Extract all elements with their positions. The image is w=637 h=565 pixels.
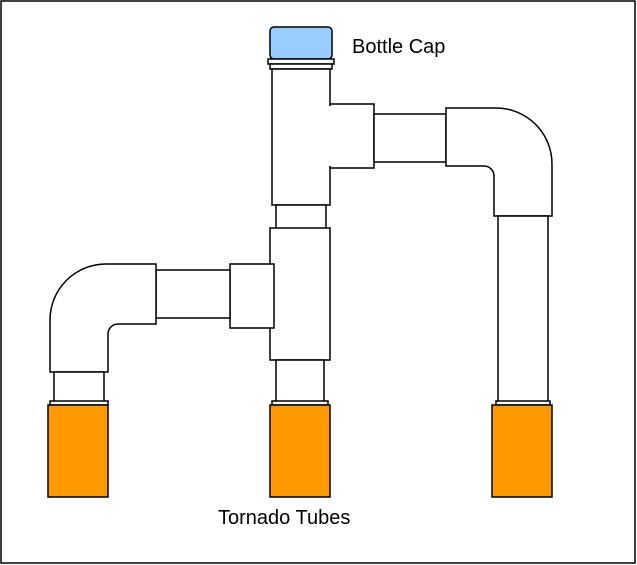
upper-tee-branch [329,103,375,169]
left-down-pipe [53,371,105,403]
bottle-cap [269,26,333,60]
lower-left-elbow [49,263,157,373]
tornado-tubes-label: Tornado Tubes [218,507,351,529]
center-connector [275,204,327,230]
tornado-tube-left [47,404,109,498]
upper-tee-body [271,68,331,206]
lower-tee-branch [229,263,275,329]
lower-tee-body [269,227,331,361]
upper-connector [373,113,447,163]
tornado-tube-center [269,404,331,498]
right-down-pipe [497,215,549,403]
tornado-tube-right [491,404,553,498]
upper-right-elbow [445,107,553,217]
bottle-cap-label: Bottle Cap [352,36,446,58]
center-down-pipe [275,359,325,403]
lower-connector [155,269,231,319]
